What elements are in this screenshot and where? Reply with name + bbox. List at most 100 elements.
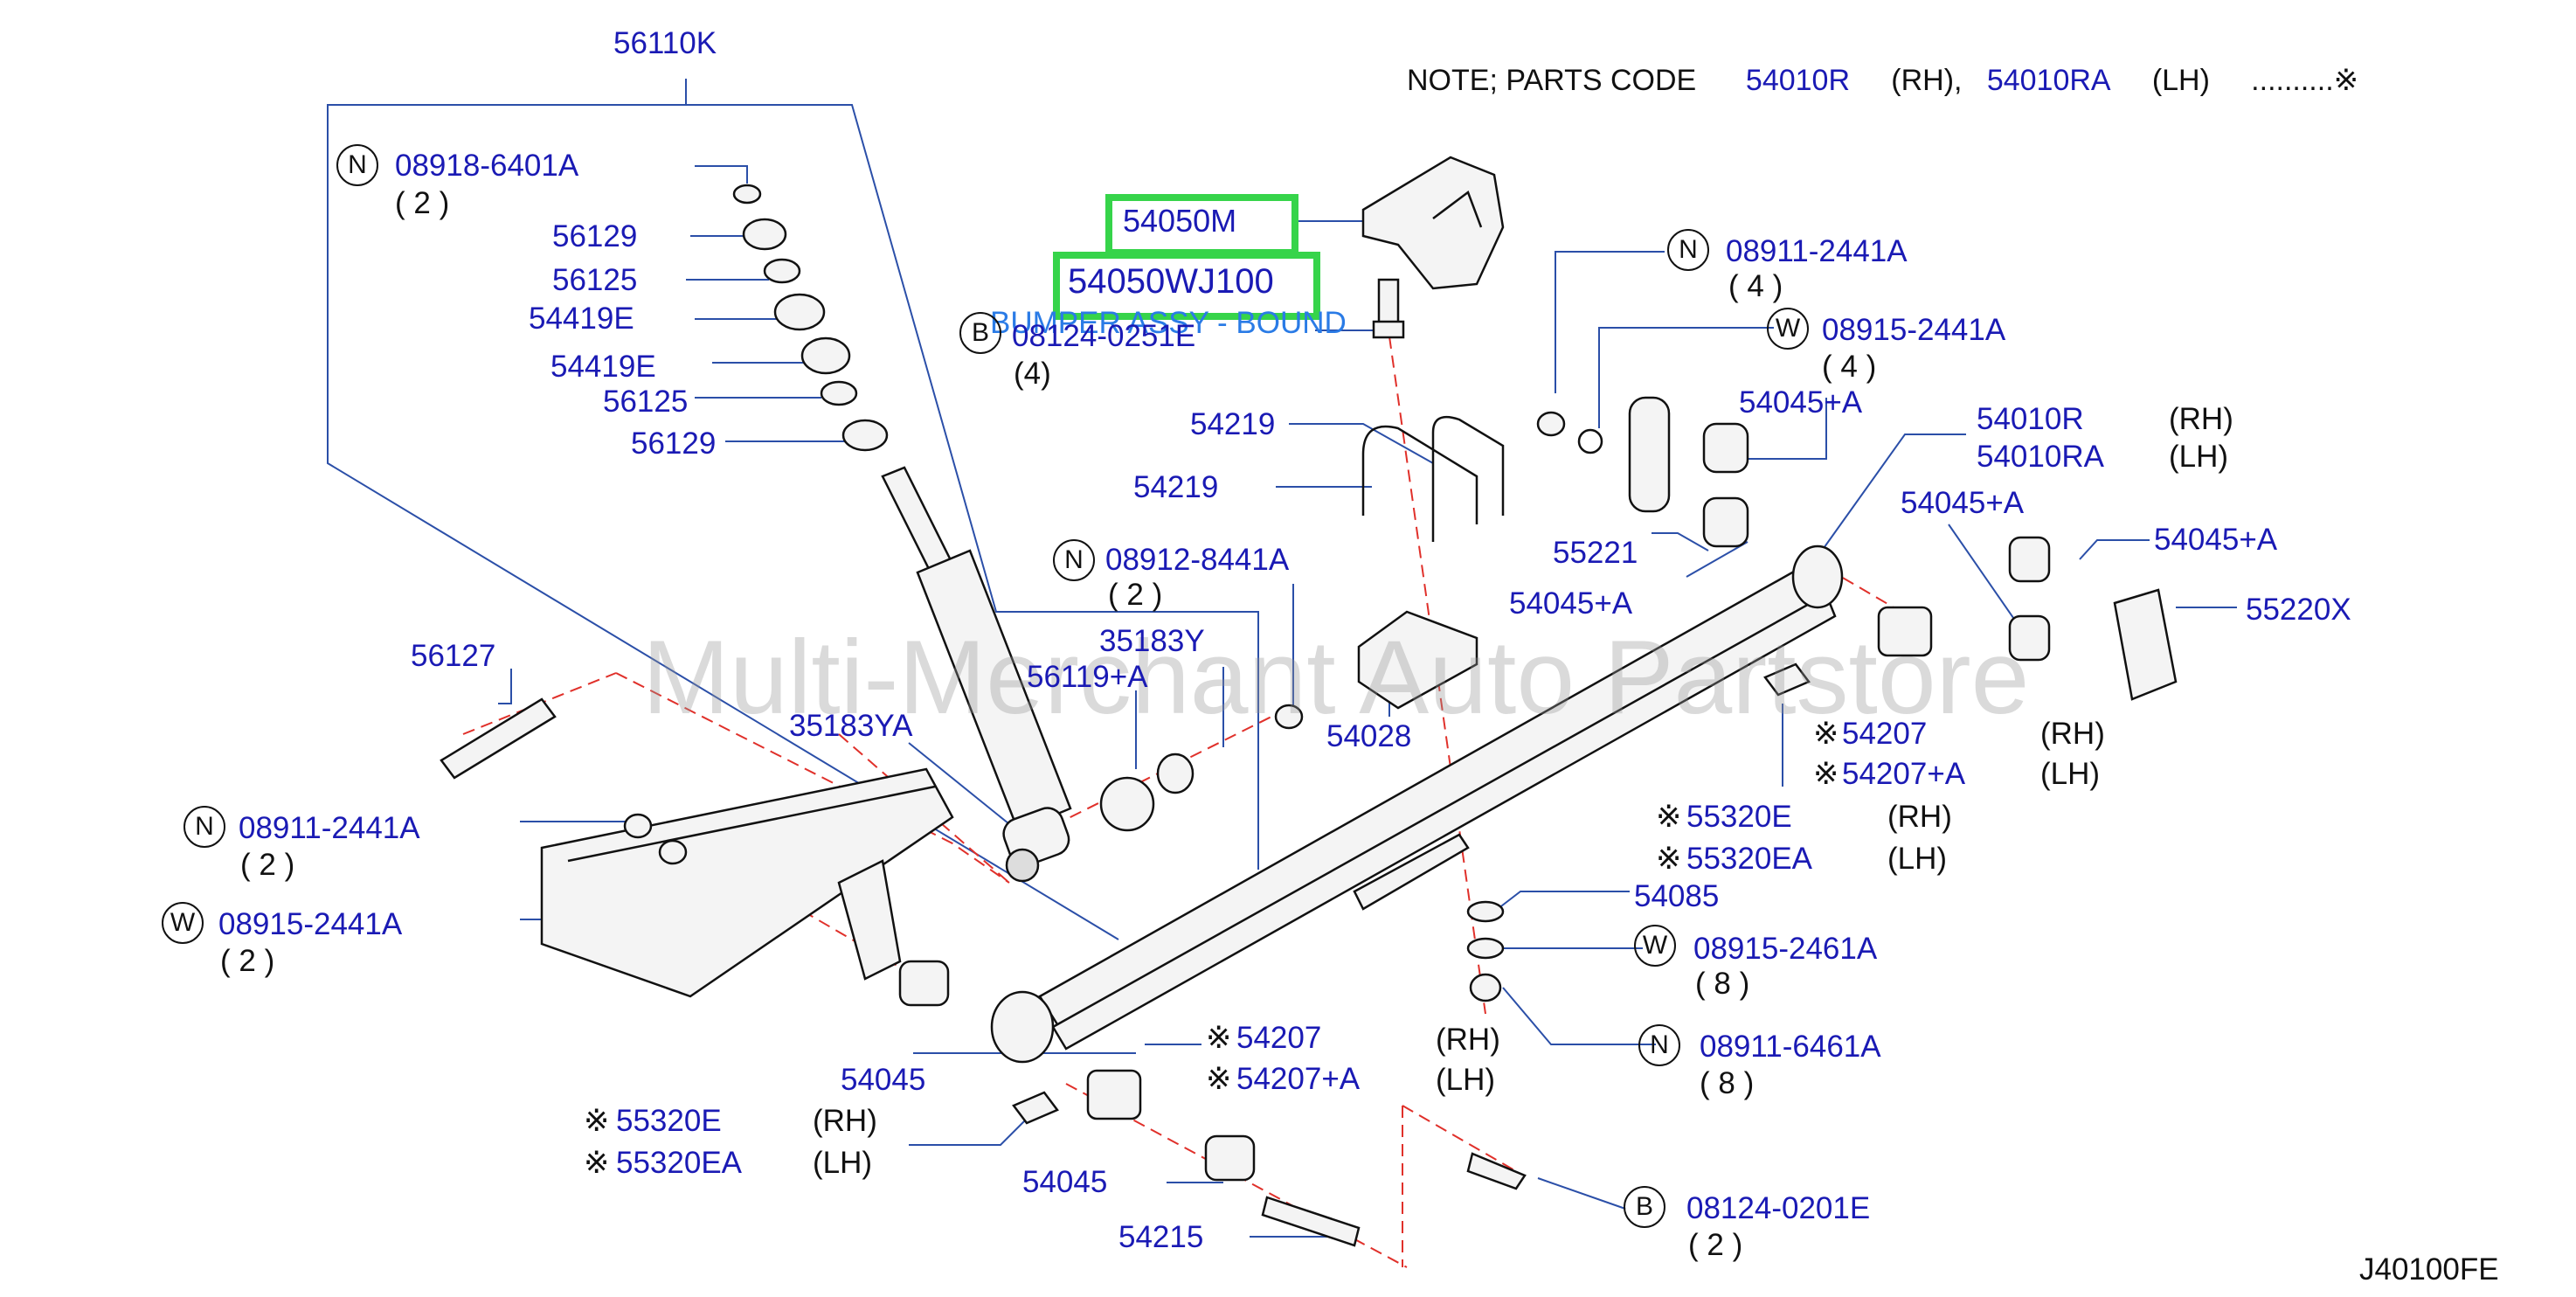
note-prefix: NOTE; PARTS CODE: [1407, 64, 1697, 97]
part-link-55220x[interactable]: 55220X: [2246, 593, 2351, 627]
part-link-55320e[interactable]: 55320E: [616, 1104, 722, 1138]
leader-56110k-left: [327, 79, 1119, 940]
leader-08915-top: [1598, 327, 1774, 428]
washer-56129a: [742, 218, 787, 251]
spring-eye-rear: [1791, 544, 1844, 609]
part-link-54050wj100[interactable]: 54050WJ100: [1068, 262, 1274, 301]
part-link-55320ea[interactable]: 55320EA: [1686, 842, 1813, 876]
part-link-54219[interactable]: 54219: [1190, 407, 1276, 441]
leader-54010r: [1821, 433, 1966, 551]
part-link-08912-8441a[interactable]: 08912-8441A: [1105, 543, 1290, 577]
part-link-54045-a[interactable]: 54045+A: [1739, 385, 1863, 420]
part-link-54207[interactable]: 54207: [1236, 1021, 1322, 1055]
part-link-54207-a[interactable]: 54207+A: [1236, 1062, 1361, 1096]
diagram-code: J40100FE: [2359, 1252, 2499, 1287]
mark-b: B: [959, 312, 1001, 354]
frame-rail: [540, 767, 954, 998]
side-rh: (RH): [1436, 1023, 1500, 1057]
side-lh: (LH): [1887, 842, 1948, 876]
bushing-54419eb: [800, 336, 851, 375]
shock-absorber: [881, 466, 1072, 883]
part-link-55221[interactable]: 55221: [1553, 536, 1638, 570]
part-link-56125[interactable]: 56125: [603, 385, 689, 419]
leader-56110k-right: [686, 104, 1259, 870]
part-link-54045-a[interactable]: 54045+A: [1901, 486, 2025, 520]
note-rh: (RH),: [1891, 64, 1963, 97]
qty-08124-0201e: ( 2 ): [1688, 1228, 1743, 1262]
part-link-08911-2441a[interactable]: 08911-2441A: [1726, 234, 1908, 268]
note-code-rh[interactable]: 54010R: [1745, 64, 1851, 97]
mark-w: W: [1767, 308, 1809, 350]
leader-55320e-b: [909, 1118, 1028, 1146]
bushing-54045-b: [1204, 1134, 1256, 1182]
part-link-08911-6461a[interactable]: 08911-6461A: [1700, 1030, 1881, 1064]
part-link-54045-a[interactable]: 54045+A: [2154, 523, 2278, 557]
part-link-54010r[interactable]: 54010R: [1977, 402, 2084, 436]
part-link-54207-a[interactable]: 54207+A: [1842, 757, 1966, 791]
nut-08911-6461: [1469, 973, 1502, 1002]
washer-56125b: [820, 380, 858, 406]
part-link-56125[interactable]: 56125: [552, 263, 638, 297]
washer-56125a: [763, 258, 801, 284]
kome-mark: ※: [584, 1146, 610, 1180]
leader-08911-6461: [1502, 987, 1656, 1045]
part-link-56119-a[interactable]: 56119+A: [1027, 660, 1148, 694]
part-link-08911-2441a[interactable]: 08911-2441A: [239, 811, 420, 845]
qty-08912: ( 2 ): [1108, 578, 1163, 612]
mark-b: B: [1624, 1186, 1665, 1228]
leader-54219a: [1289, 423, 1434, 464]
highlight-box-54050wj100: [1053, 252, 1320, 320]
part-link-08124-0251e[interactable]: 08124-0251E: [1012, 319, 1196, 353]
part-link-54219[interactable]: 54219: [1133, 470, 1219, 504]
part-link-54085[interactable]: 54085: [1634, 879, 1720, 913]
note-code-lh[interactable]: 54010RA: [1986, 64, 2111, 97]
qty-08911-top: ( 4 ): [1728, 269, 1783, 303]
leader-54045a-c: [2079, 539, 2150, 560]
part-link-54050m[interactable]: 54050M: [1123, 203, 1237, 239]
part-link-35183ya[interactable]: 35183YA: [789, 709, 913, 743]
part-link-54215[interactable]: 54215: [1118, 1220, 1204, 1254]
leaf-spring: [990, 544, 1844, 1064]
part-link-08124-0201e[interactable]: 08124-0201E: [1686, 1191, 1871, 1225]
part-link-54045[interactable]: 54045: [1022, 1165, 1108, 1199]
part-link-54207[interactable]: 54207: [1842, 717, 1928, 751]
mark-n: N: [184, 806, 225, 848]
part-link-54419e[interactable]: 54419E: [551, 350, 656, 384]
washer-left: [658, 839, 688, 865]
kome-mark: ※: [1813, 717, 1839, 751]
washer-35183y: [1156, 753, 1195, 794]
spring-eye-front: [990, 990, 1055, 1064]
part-link-56129[interactable]: 56129: [631, 427, 717, 461]
part-link-08918-6401a[interactable]: 08918-6401A: [395, 149, 579, 183]
leader-08124-0201e: [1537, 1177, 1626, 1210]
part-tooltip: BUMPER ASSY - BOUND: [990, 306, 1347, 340]
kome-mark: ※: [1656, 800, 1682, 834]
part-link-35183y[interactable]: 35183Y: [1099, 624, 1205, 658]
part-link-54010ra[interactable]: 54010RA: [1977, 440, 2104, 474]
part-link-56129[interactable]: 56129: [552, 219, 638, 253]
bolt-08124-0201e: [1466, 1152, 1527, 1190]
side-lh: (LH): [813, 1146, 873, 1180]
bushing-54419ea: [773, 293, 826, 331]
pad-54028: [1357, 610, 1478, 710]
nut-top-right: [1536, 411, 1566, 437]
part-link-55320e[interactable]: 55320E: [1686, 800, 1792, 834]
part-link-54028[interactable]: 54028: [1326, 719, 1412, 753]
washer-56129b: [841, 419, 889, 452]
part-link-56110k[interactable]: 56110K: [613, 26, 717, 60]
part-link-08915-2441a[interactable]: 08915-2441A: [218, 907, 403, 941]
kome-mark: ※: [1813, 757, 1839, 791]
washer-54085: [1466, 900, 1505, 923]
part-link-54045-a[interactable]: 54045+A: [1509, 586, 1633, 621]
part-link-08915-2441a[interactable]: 08915-2441A: [1822, 313, 2006, 347]
part-link-55320ea[interactable]: 55320EA: [616, 1146, 743, 1180]
part-link-08915-2461a[interactable]: 08915-2461A: [1693, 932, 1878, 966]
part-link-54045[interactable]: 54045: [841, 1063, 926, 1097]
kome-mark: ※: [1656, 842, 1682, 876]
part-link-56127[interactable]: 56127: [411, 639, 496, 673]
mark-n: N: [336, 144, 378, 186]
part-link-54419e[interactable]: 54419E: [529, 302, 634, 336]
bushing-54045a-c2: [2008, 614, 2051, 662]
leader-55221: [1652, 532, 1709, 551]
qty-08124-0251e: (4): [1014, 357, 1051, 391]
